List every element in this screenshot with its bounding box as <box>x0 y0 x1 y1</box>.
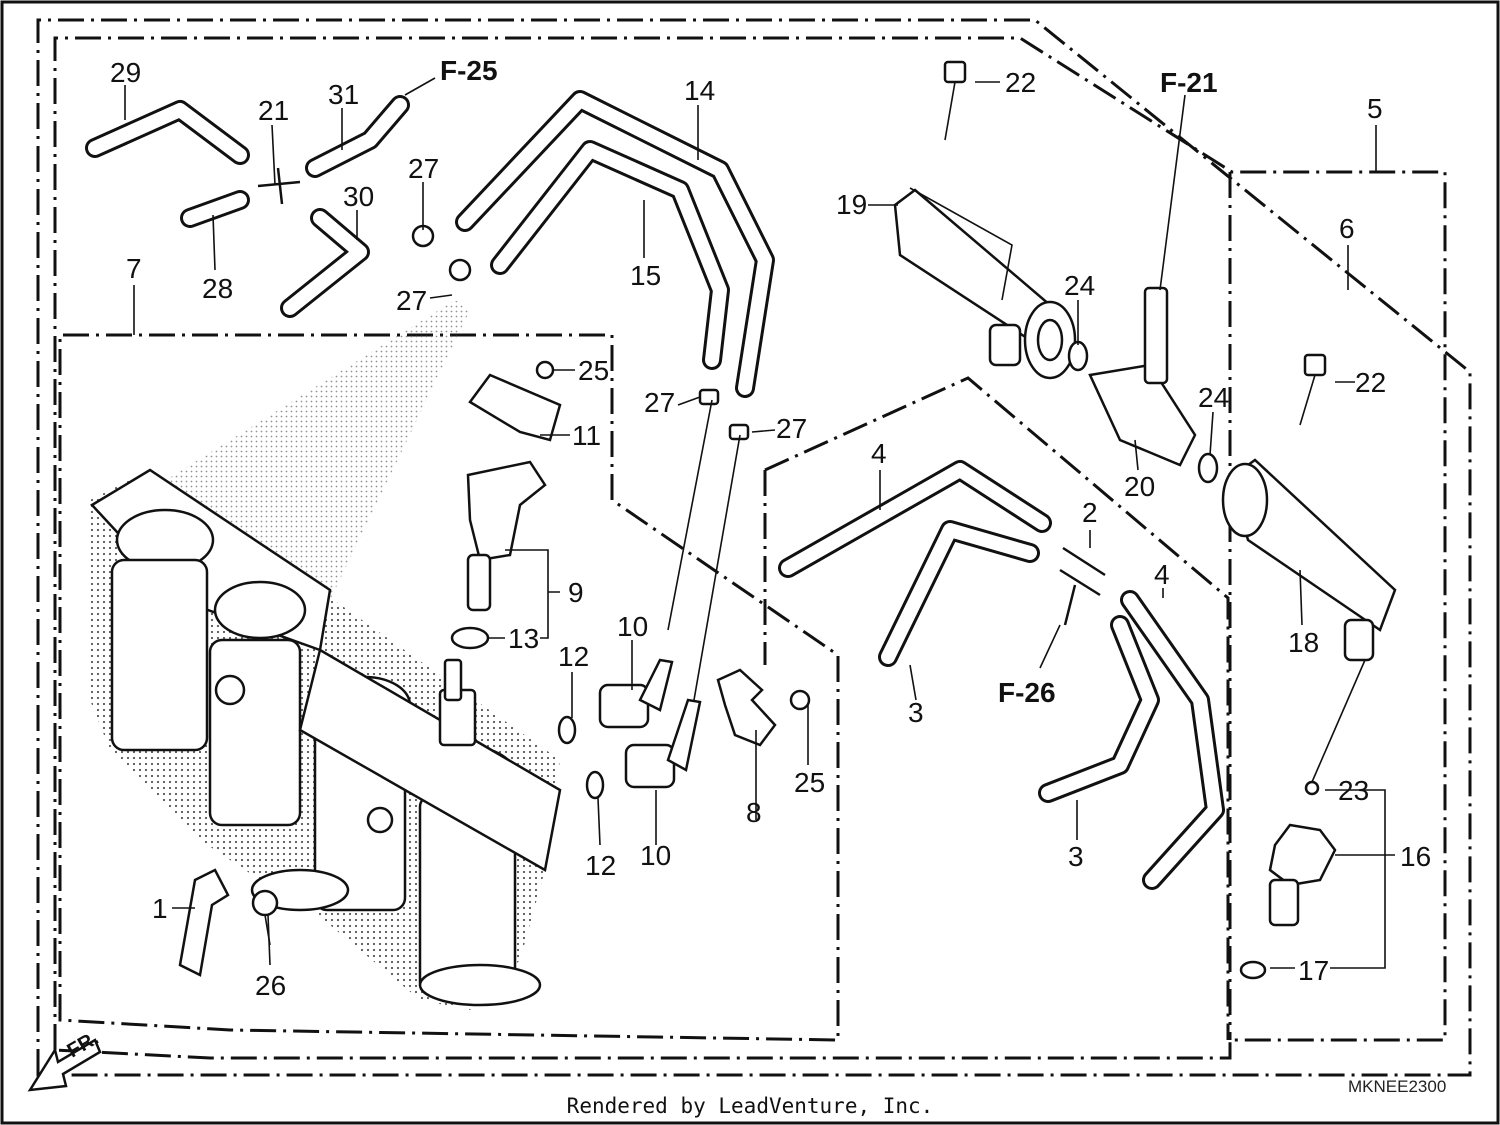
callout-29: 29 <box>110 57 141 88</box>
callout-12a: 12 <box>558 641 589 672</box>
callout-20: 20 <box>1124 471 1155 502</box>
callout-1: 1 <box>152 893 168 924</box>
callout-9: 9 <box>568 577 584 608</box>
callouts: 29 21 31 28 30 27 27 27 27 14 15 7 25 11… <box>110 57 1431 1001</box>
assembly-boundaries <box>36 18 1472 1077</box>
hoses <box>85 90 1225 890</box>
front-arrow: FR. <box>27 1027 102 1092</box>
section-references: F-25 F-21 F-26 <box>440 55 1218 708</box>
callout-25a: 25 <box>578 355 609 386</box>
ref-f26: F-26 <box>998 677 1056 708</box>
callout-24a: 24 <box>1064 270 1095 301</box>
callout-17: 17 <box>1298 955 1329 986</box>
callout-15: 15 <box>630 260 661 291</box>
callout-7: 7 <box>126 253 142 284</box>
callout-28: 28 <box>202 273 233 304</box>
callout-30: 30 <box>343 181 374 212</box>
callout-27d: 27 <box>776 413 807 444</box>
callout-10b: 10 <box>640 840 671 871</box>
callout-14: 14 <box>684 75 715 106</box>
credit-text: Rendered by LeadVenture, Inc. <box>567 1094 934 1118</box>
fuel-rail-group <box>893 188 1397 980</box>
callout-31: 31 <box>328 79 359 110</box>
callout-5: 5 <box>1367 93 1383 124</box>
diagram-code: MKNEE2300 <box>1348 1077 1446 1096</box>
callout-2: 2 <box>1082 497 1098 528</box>
callout-11: 11 <box>572 420 601 451</box>
callout-16: 16 <box>1400 841 1431 872</box>
callout-4a: 4 <box>871 438 887 469</box>
callout-12b: 12 <box>585 850 616 881</box>
callout-22a: 22 <box>1005 67 1036 98</box>
callout-26: 26 <box>255 970 286 1001</box>
callout-3a: 3 <box>908 697 924 728</box>
callout-24b: 24 <box>1198 382 1229 413</box>
callout-8: 8 <box>746 797 762 828</box>
callout-10a: 10 <box>617 611 648 642</box>
leader-lines <box>124 77 1395 969</box>
ref-f21: F-21 <box>1160 67 1218 98</box>
callout-4b: 4 <box>1154 559 1170 590</box>
callout-23: 23 <box>1338 775 1369 806</box>
ref-f25: F-25 <box>440 55 498 86</box>
small-parts <box>178 60 1327 977</box>
callout-13: 13 <box>508 623 539 654</box>
callout-27a: 27 <box>408 153 439 184</box>
callout-21: 21 <box>258 95 289 126</box>
callout-3b: 3 <box>1068 841 1084 872</box>
callout-27b: 27 <box>396 285 427 316</box>
callout-19: 19 <box>836 189 867 220</box>
callout-25b: 25 <box>794 767 825 798</box>
callout-22b: 22 <box>1355 367 1386 398</box>
callout-27c: 27 <box>644 387 675 418</box>
callout-6: 6 <box>1339 213 1355 244</box>
throttle-body <box>90 468 562 1010</box>
callout-18: 18 <box>1288 627 1319 658</box>
